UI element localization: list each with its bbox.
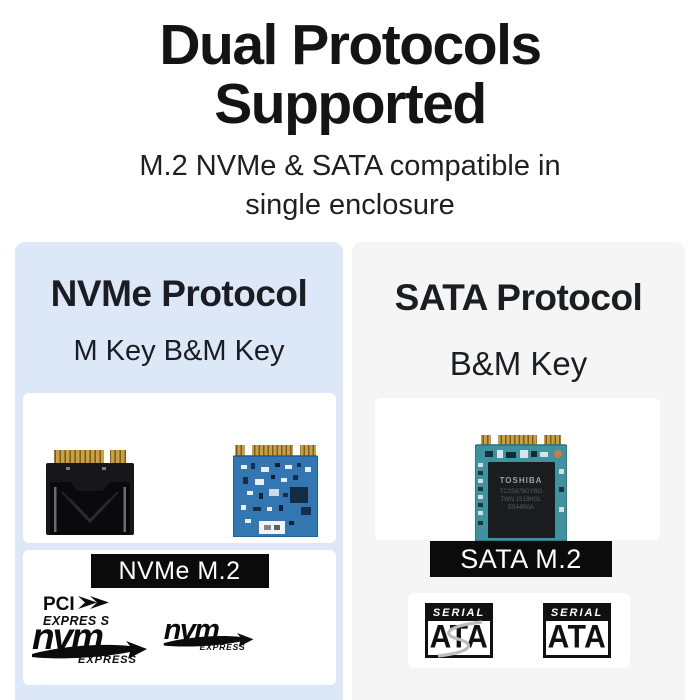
page-title: Dual Protocols Supported [0, 16, 700, 133]
ata-word: ATA [547, 619, 607, 656]
chip-part-number: E544R0A [508, 505, 534, 511]
controller-chip [290, 487, 308, 503]
serial-ata-logo: SERIAL ATA [425, 603, 493, 658]
pci-word: PCI [43, 594, 75, 615]
nvm-express-logo: nvm EXPRESS [163, 614, 254, 652]
heatsink-sleeve [50, 482, 130, 535]
title-line-1: Dual Protocols [159, 13, 542, 77]
sata-panel-title: SATA Protocol [394, 277, 643, 318]
nvme-panel-title: NVMe Protocol [50, 273, 308, 314]
sata-logo-box: SERIAL ATA SERIAL ATA [408, 593, 630, 668]
serial-ata-logo: SERIAL ATA [543, 603, 611, 658]
nvm-express-word: EXPRESS [78, 654, 137, 664]
bm-key-pins-left [235, 445, 245, 458]
nvme-ssd-heatsink-image [46, 450, 134, 535]
page-subtitle: M.2 NVMe & SATA compatible in single enc… [139, 150, 561, 221]
header: Dual Protocols Supported M.2 NVMe & SATA… [0, 16, 700, 225]
chip-brand-text: TOSHIBA [500, 476, 543, 485]
title-line-2: Supported [214, 71, 487, 136]
bm-key-pins-middle [252, 445, 293, 458]
bm-key-pins-left [481, 435, 491, 447]
pci-arrow-icon [78, 596, 97, 609]
serial-band: SERIAL [546, 606, 608, 621]
nvm-swoosh-icon [163, 633, 254, 648]
serial-ata-logos-row: SERIAL ATA SERIAL ATA [408, 593, 630, 668]
ata-word: ATA [429, 619, 489, 656]
mount-hole [554, 450, 562, 458]
sata-protocol-panel: SATA Protocol B&M Key [352, 242, 685, 700]
chip-part-number: TC3S879GYBG [500, 489, 543, 495]
pcb-label [259, 521, 285, 534]
sata-ssd-toshiba-image: TOSHIBA TC3S879GYBG TWN 1513HGL E544R0A [475, 435, 567, 541]
nand-chip [488, 462, 555, 538]
pci-arrow-icon [90, 596, 109, 609]
m-key-pins-wide [54, 450, 104, 464]
pci-express-word: EXPRES S [43, 614, 110, 628]
nvm-swoosh-icon [32, 641, 147, 659]
nvme-ssd-image-box [23, 393, 336, 543]
nvme-logo-box: NVMe M.2 PCI EXPRES S nvm EXPRESS nvm [23, 550, 336, 685]
nvme-m2-badge: NVMe M.2 [90, 554, 269, 588]
nvm-express-word: EXPRESS [200, 642, 246, 652]
bm-key-pins-right [300, 445, 316, 458]
protocol-panels: NVMe Protocol M Key B&M Key [15, 242, 685, 700]
nvme-ssd-pcb-image [233, 445, 318, 537]
nvme-protocol-panel: NVMe Protocol M Key B&M Key [15, 242, 343, 700]
m-key-pins-small [110, 450, 126, 464]
sata-key-label: B&M Key [449, 345, 588, 382]
sata-m2-badge: SATA M.2 [430, 541, 612, 577]
pci-express-logo: PCI EXPRES S [43, 594, 110, 628]
serial-band: SERIAL [428, 606, 490, 621]
bm-key-pins-middle [498, 435, 537, 447]
sata-ssd-image-box: TOSHIBA TC3S879GYBG TWN 1513HGL E544R0A [375, 398, 660, 541]
nvm-express-logo: nvm EXPRESS [32, 618, 147, 664]
chip-part-number: TWN 1513HGL [500, 497, 542, 503]
nvme-key-label: M Key B&M Key [73, 335, 285, 367]
bm-key-pins-right [544, 435, 561, 447]
